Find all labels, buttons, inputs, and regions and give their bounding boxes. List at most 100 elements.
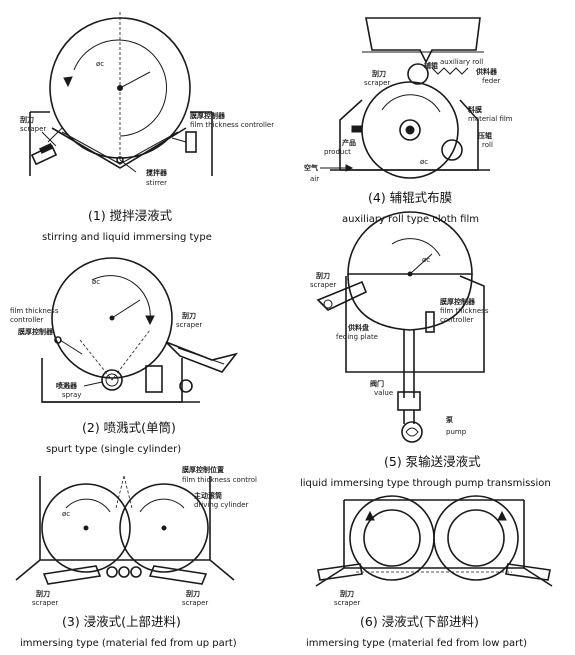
scraper-arm (165, 341, 239, 373)
label-scraper-right-en: scraper (182, 599, 208, 607)
valve-body (397, 391, 421, 411)
film-thickness-controller (54, 336, 83, 355)
caption-cn: (1) 搅拌浸液式 (88, 208, 173, 223)
panel-stirring-immersing: øc 刮刀 scraper 膜厚控制器 film thickness contr… (20, 12, 274, 243)
caption-en: auxiliary roll type cloth film (342, 214, 479, 225)
label-pump-en: pump (446, 428, 467, 436)
feeder-teeth (431, 67, 469, 75)
right-rotation-arrow (497, 510, 507, 521)
rotation-arc (381, 94, 441, 113)
stirrer (116, 156, 137, 173)
leader-spray (83, 381, 103, 387)
trough-inner (61, 131, 179, 165)
panel-pump-transmission: øc 刮刀 scraper 膜厚控制器 film thickness contr… (300, 211, 551, 489)
motor-wheel (179, 379, 193, 393)
label-scraper-cn: 刮刀 (340, 589, 354, 598)
label-feeder-en: feder (482, 77, 501, 85)
film-thickness-controller (425, 311, 435, 333)
label-aux-en: auxiliary roll (440, 58, 483, 66)
panel-immersing-low-feed: 刮刀 scraper (6) 浸液式(下部进料) immersing type … (306, 495, 553, 649)
label-film-en-2: controller (440, 316, 474, 324)
caption-cn: (6) 浸液式(下部进料) (360, 614, 479, 629)
right-drum (119, 483, 209, 573)
panel-auxiliary-roll: 辅辊 auxiliary roll 刮刀 scraper 供料器 feder 料… (304, 17, 513, 225)
spray-wheel (101, 369, 123, 391)
scraper-arm (316, 280, 368, 311)
roller-right (130, 566, 142, 578)
left-rotation-arc (65, 498, 111, 513)
spray-fan (79, 329, 151, 381)
label-valve-en: value (374, 389, 393, 397)
right-drum (433, 495, 519, 581)
scraper-left (42, 565, 102, 585)
label-film-cn: 膜厚控制器 (439, 297, 476, 306)
label-scraper-en: scraper (310, 281, 336, 289)
scraper-blade (351, 125, 363, 133)
pedestal-box (145, 365, 163, 393)
caption-en: spurt type (single cylinder) (46, 444, 181, 455)
rotation-arc (91, 275, 151, 321)
label-feed-en: feding plate (336, 333, 378, 341)
caption-cn: (2) 喷溅式(单筒) (82, 420, 176, 435)
label-air-cn: 空气 (304, 163, 318, 172)
drum-center (405, 125, 415, 135)
label-scraper-left-cn: 刮刀 (36, 589, 50, 598)
rotation-arc (73, 39, 167, 137)
frame (29, 111, 213, 176)
label-stirrer-cn: 搅拌器 (146, 168, 168, 177)
drum-cylinder (49, 17, 191, 159)
scraper-right (505, 563, 551, 581)
drum-hub (399, 119, 421, 141)
label-spray-cn: 喷溅器 (56, 381, 78, 390)
label-diameter: øc (422, 256, 430, 264)
trough (51, 127, 187, 169)
side-frame (39, 476, 211, 560)
radius-line (409, 253, 433, 275)
label-spray-en: spray (62, 391, 81, 399)
roller-left (106, 566, 118, 578)
label-scraper-left-en: scraper (32, 599, 58, 607)
trough-bowl (347, 273, 473, 331)
label-feed-cn: 供料盘 (347, 323, 369, 332)
label-film-cn: 料膜 (468, 105, 482, 114)
label-scraper-en: scraper (364, 79, 390, 87)
pump-impeller (405, 427, 419, 437)
half-drum (347, 211, 473, 275)
film-thickness-controller (171, 131, 197, 153)
rotation-arrow (63, 76, 73, 88)
label-roll-en: roll (482, 141, 493, 149)
label-control-cn: 膜厚控制位置 (181, 465, 224, 474)
feed-pipe (403, 330, 415, 398)
caption-en: liquid immersing type through pump trans… (300, 478, 551, 489)
radius-line (111, 299, 141, 319)
scraper-left (317, 563, 363, 581)
caption-cn: (3) 浸液式(上部进料) (62, 614, 181, 629)
label-feeder-cn: 供料器 (475, 67, 498, 76)
radius-line (119, 71, 151, 89)
right-rotation-arc (139, 498, 185, 513)
left-drum-inner (363, 509, 421, 567)
label-scraper-right-cn: 刮刀 (186, 589, 200, 598)
label-scraper-cn: 刮刀 (372, 69, 386, 78)
label-diameter: øc (62, 510, 70, 518)
label-valve-cn: 阀门 (370, 379, 384, 388)
auxiliary-roll (407, 63, 429, 85)
right-drum-inner (447, 509, 505, 567)
machine-frame (345, 275, 485, 373)
caption-en: stirring and liquid immersing type (42, 232, 212, 243)
label-scraper-en: scraper (334, 599, 360, 607)
label-scraper-en: scraper (176, 321, 202, 329)
rotation-arc (391, 238, 441, 257)
air-arrow-head (345, 164, 354, 172)
label-film-en-2: controller (10, 316, 44, 324)
label-diameter: øc (92, 278, 100, 286)
label-diameter: øc (96, 60, 104, 68)
press-roll (441, 139, 463, 161)
scraper-assembly (30, 127, 63, 166)
label-diameter: øc (420, 158, 428, 166)
label-film-cn: 膜厚控制器 (17, 327, 54, 336)
pump (401, 421, 423, 443)
label-air-en: air (310, 175, 319, 183)
label-scraper-cn: 刮刀 (316, 271, 330, 280)
